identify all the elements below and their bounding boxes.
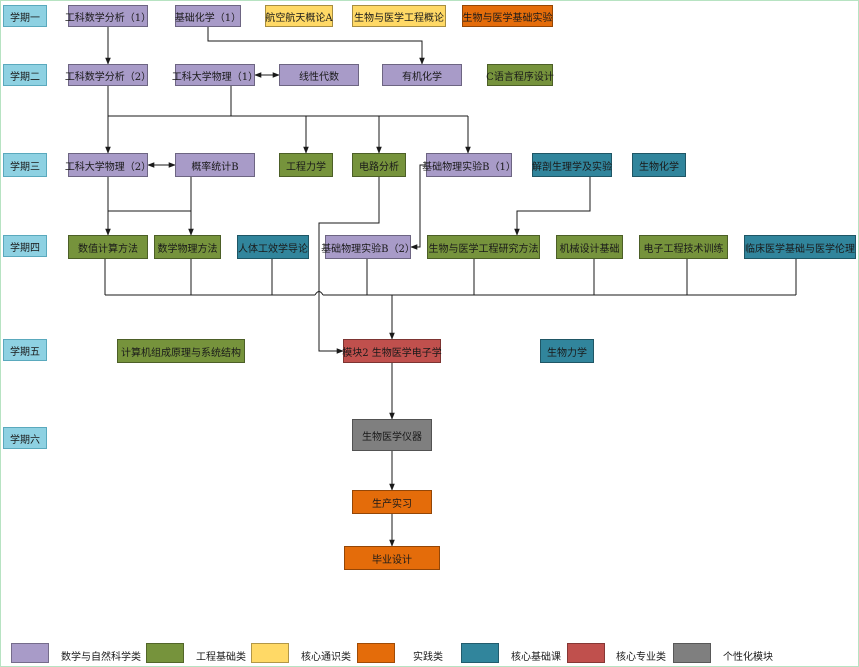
course-node-c20: 人体工效学导论 bbox=[237, 235, 309, 259]
connector-26 bbox=[318, 177, 380, 354]
course-node-c12: 概率统计B bbox=[175, 153, 255, 177]
course-node-c13: 工程力学 bbox=[279, 153, 333, 177]
course-node-c27: 模块2 生物医学电子学 bbox=[342, 339, 442, 363]
legend-label-engineering: 工程基础类 bbox=[196, 652, 246, 663]
legend-swatch-core_basic bbox=[461, 643, 499, 663]
course-node-c4: 生物与医学工程概论 bbox=[352, 5, 446, 27]
legend-swatch-core_major bbox=[567, 643, 605, 663]
course-node-c5: 生物与医学基础实验 bbox=[462, 5, 553, 27]
legend-swatch-general bbox=[251, 643, 289, 663]
legend-swatch-elective bbox=[673, 643, 711, 663]
legend-label-core_basic: 核心基础课 bbox=[511, 652, 561, 663]
course-node-c6: 工科数学分析（2） bbox=[65, 64, 151, 86]
connector-1 bbox=[207, 27, 425, 65]
course-node-c16: 解剖生理学及实验 bbox=[532, 153, 612, 177]
connector-14 bbox=[514, 177, 591, 236]
course-node-c2: 基础化学（1） bbox=[175, 5, 241, 27]
course-node-c26: 计算机组成原理与系统结构 bbox=[117, 339, 245, 363]
course-node-c17: 生物化学 bbox=[632, 153, 686, 177]
course-node-c23: 机械设计基础 bbox=[556, 235, 623, 259]
course-node-c15: 基础物理实验B（1） bbox=[422, 153, 516, 177]
course-node-c28: 生物力学 bbox=[540, 339, 594, 363]
course-node-c7: 工科大学物理（1） bbox=[172, 64, 258, 86]
semester-label-2: 学期二 bbox=[3, 64, 47, 86]
semester-label-6: 学期六 bbox=[3, 427, 47, 449]
legend-label-practice: 实践类 bbox=[413, 652, 443, 663]
course-node-c10: C语言程序设计 bbox=[486, 64, 554, 86]
course-node-c21: 基础物理实验B（2） bbox=[321, 235, 415, 259]
semester-label-5: 学期五 bbox=[3, 339, 47, 361]
legend-label-core_major: 核心专业类 bbox=[616, 652, 666, 663]
course-node-c9: 有机化学 bbox=[382, 64, 462, 86]
legend-label-general: 核心通识类 bbox=[301, 652, 351, 663]
connector-13 bbox=[410, 164, 426, 250]
course-node-c22: 生物与医学工程研究方法 bbox=[427, 235, 540, 259]
legend-swatch-engineering bbox=[146, 643, 184, 663]
semester-label-3: 学期三 bbox=[3, 153, 47, 177]
course-node-c8: 线性代数 bbox=[279, 64, 359, 86]
course-node-c29: 生物医学仪器 bbox=[352, 419, 432, 451]
course-node-c31: 毕业设计 bbox=[344, 546, 440, 570]
course-node-c24: 电子工程技术训练 bbox=[639, 235, 728, 259]
legend-swatch-math bbox=[11, 643, 49, 663]
course-node-c11: 工科大学物理（2） bbox=[65, 153, 151, 177]
course-node-c14: 电路分析 bbox=[352, 153, 406, 177]
course-node-c3: 航空航天概论A bbox=[265, 5, 333, 27]
legend-label-math: 数学与自然科学类 bbox=[61, 652, 141, 663]
semester-label-1: 学期一 bbox=[3, 5, 47, 27]
legend-swatch-practice bbox=[357, 643, 395, 663]
semester-label-4: 学期四 bbox=[3, 235, 47, 257]
course-node-c25: 临床医学基础与医学伦理 bbox=[744, 235, 856, 259]
course-node-c1: 工科数学分析（1） bbox=[65, 5, 151, 27]
course-node-c19: 数学物理方法 bbox=[154, 235, 221, 259]
course-node-c30: 生产实习 bbox=[352, 490, 432, 514]
legend-label-elective: 个性化模块 bbox=[723, 652, 773, 663]
course-node-c18: 数值计算方法 bbox=[68, 235, 148, 259]
